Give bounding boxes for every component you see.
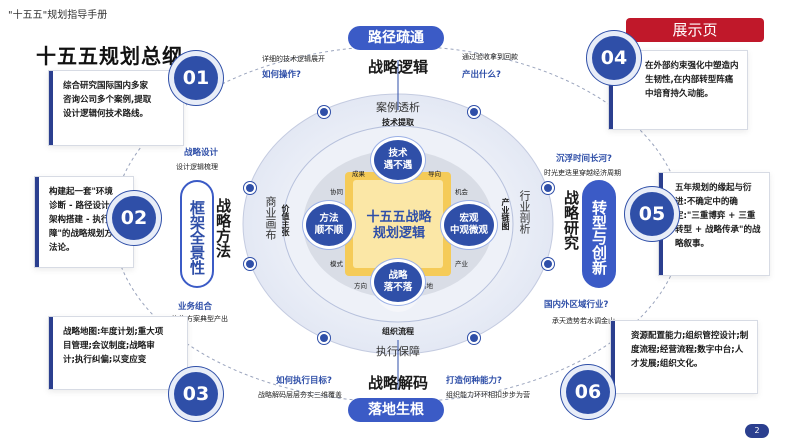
card-03: 战略地图:年度计划;重大项目管理;会议制度;战略审计;执行纠偏;以变应变 <box>48 316 188 390</box>
right-capsule: 转型与创新 <box>582 180 616 288</box>
inner-label: 产业 <box>455 260 468 268</box>
how-operate-label: 如何操作? <box>262 70 301 80</box>
card-number-03: 03 <box>174 372 218 416</box>
inner-label: 协同 <box>330 188 343 196</box>
ring-dot <box>544 260 552 268</box>
top-pill: 路径疏通 <box>348 26 444 50</box>
card-06: 资源配置能力;组织管控设计;制度流程;经营流程;数字中台;人才发展;组织文化。 <box>610 320 758 394</box>
ring-exec: 执行保障 <box>376 345 420 358</box>
inner-label: 方向 <box>354 282 367 290</box>
ring-dot <box>470 334 478 342</box>
what-output-label: 产出什么? <box>462 70 501 80</box>
left-title: 战略方法 <box>214 198 232 258</box>
card-number-05: 05 <box>630 192 674 236</box>
inner-label: 机会 <box>455 188 468 196</box>
bottom-pill: 落地生根 <box>348 398 444 422</box>
immerse-label: 沉浮时间长河? <box>556 154 612 164</box>
card-05: 五年规划的缘起与衍进:不确定中的确定:"三重博弈 + 三重转型 + 战略传承"的… <box>658 172 770 276</box>
inner-circle-method: 方法 顺不顺 <box>306 204 352 246</box>
card-number-06: 06 <box>566 370 610 414</box>
inner-label: 模式 <box>330 260 343 268</box>
ring-dot <box>246 260 254 268</box>
inner-circle-macro: 宏观 中观微观 <box>444 204 494 246</box>
document-title: "十五五"规划指导手册 <box>8 10 108 21</box>
ring-dot <box>544 184 552 192</box>
inner-label: 落地 <box>420 282 433 290</box>
card-number-04: 04 <box>592 36 636 80</box>
ring-case: 案例透析 <box>376 101 420 114</box>
capability-label: 打造何种能力? <box>446 376 502 386</box>
show-page-button[interactable]: 展示页 <box>626 18 764 42</box>
what-output-note: 通过验收拿到回款 <box>462 53 518 61</box>
region-label: 国内外区域行业? <box>544 300 609 310</box>
page-title: 十五五规划总纲 <box>36 44 183 68</box>
card-text: 战略地图:年度计划;重大项目管理;会议制度;战略审计;执行纠偏;以变应变 <box>63 327 164 365</box>
card-text: 在外部约束强化中塑造内生韧性,在内部转型阵痛中培育持久动能。 <box>645 61 739 99</box>
card-number-02: 02 <box>112 196 156 240</box>
ring-industry: 行业剖析 <box>518 190 531 234</box>
card-number-01: 01 <box>174 56 218 100</box>
ring-business-sub: 价值主张 <box>281 204 290 236</box>
page-number: 2 <box>745 424 769 438</box>
ring-dot <box>246 184 254 192</box>
capability-note: 组织能力环环相扣步步为营 <box>446 391 530 399</box>
ring-dot <box>470 108 478 116</box>
center-title: 十五五战略 规划逻辑 <box>366 210 432 241</box>
top-title: 战略逻辑 <box>367 58 428 76</box>
strategy-design-note: 设计逻辑梳理 <box>176 163 218 171</box>
card-text: 综合研究国际国内多家咨询公司多个案例,提取设计逻辑何技术路线。 <box>63 81 152 119</box>
region-note: 承天造势若水调金山 <box>552 317 615 325</box>
ring-industry-sub: 产业链图 <box>501 198 510 230</box>
how-operate-note: 详细的技术逻辑展开 <box>262 55 325 63</box>
card-01: 综合研究国际国内多家咨询公司多个案例,提取设计逻辑何技术路线。 <box>48 70 184 146</box>
inner-label: 成果 <box>352 170 365 178</box>
card-text: 五年规划的缘起与衍进:不确定中的确定:"三重博弈 + 三重转型 + 战略传承"的… <box>675 183 761 249</box>
immerse-note: 时光吏迭里穿越经济周期 <box>544 169 621 177</box>
card-text: 资源配置能力;组织管控设计;制度流程;经营流程;数字中台;人才发展;组织文化。 <box>631 331 749 369</box>
strategy-design-label: 战略设计 <box>184 148 219 158</box>
exec-target-note: 战略解码层层夯实三维覆盖 <box>258 391 342 399</box>
ring-exec-sub: 组织流程 <box>382 327 414 336</box>
inner-circle-execution: 战略 落不落 <box>374 262 422 302</box>
ring-case-sub: 技术提取 <box>382 118 414 127</box>
bottom-title: 战略解码 <box>367 374 428 392</box>
right-title: 战略研究 <box>562 190 580 250</box>
exec-target-label: 如何执行目标? <box>276 376 332 386</box>
biz-combo-label: 业务组合 <box>178 302 213 312</box>
card-text: 构建起一套"环境诊断 - 路径设计 - 架构搭建 - 执行保障"的战略规划方法论… <box>49 187 118 253</box>
inner-circle-tech: 技术 遇不遇 <box>374 140 422 180</box>
ring-dot <box>320 334 328 342</box>
biz-combo-note: 咨询方案典型产出 <box>172 315 228 323</box>
ring-business: 商业画布 <box>264 196 277 240</box>
left-capsule: 框架全景性 <box>180 180 214 288</box>
ring-dot <box>320 108 328 116</box>
inner-label: 导向 <box>428 170 441 178</box>
